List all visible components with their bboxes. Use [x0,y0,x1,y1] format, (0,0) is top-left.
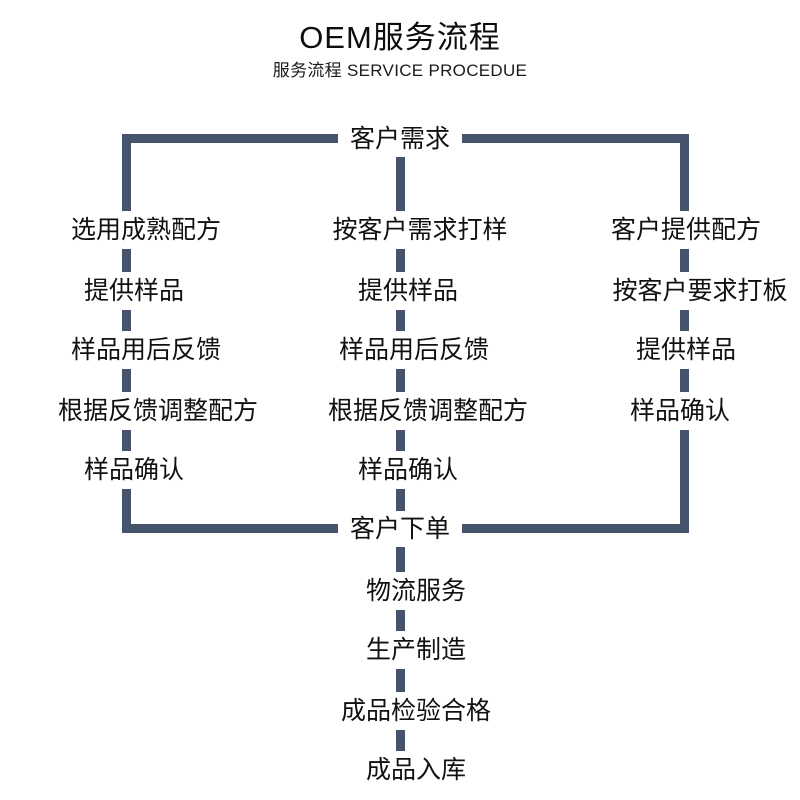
node-join-customer-order: 客户下单 [337,511,463,547]
node-left-step-5: 样品确认 [74,451,194,489]
node-left-step-4: 根据反馈调整配方 [48,392,268,430]
node-tail-step-3: 成品检验合格 [331,692,501,730]
node-right-step-2: 按客户要求打板 [603,272,797,310]
node-middle-step-5: 样品确认 [348,451,468,489]
node-left-step-3: 样品用后反馈 [61,331,231,369]
page-subtitle: 服务流程 SERVICE PROCEDUE [272,61,528,80]
node-start-customer-demand: 客户需求 [337,121,463,157]
page-title: OEM服务流程 [299,20,501,55]
node-tail-step-2: 生产制造 [356,631,476,669]
chart-header: OEM服务流程 服务流程 SERVICE PROCEDUE [0,18,800,84]
node-right-step-3: 提供样品 [626,331,746,369]
node-middle-step-4: 根据反馈调整配方 [318,392,538,430]
node-tail-step-1: 物流服务 [356,572,476,610]
node-right-step-1: 客户提供配方 [601,211,771,249]
node-tail-step-4: 成品入库 [356,751,476,789]
node-middle-step-2: 提供样品 [348,272,468,310]
node-left-step-2: 提供样品 [74,272,194,310]
node-right-step-4: 样品确认 [620,392,740,430]
node-middle-step-3: 样品用后反馈 [329,331,499,369]
node-middle-step-1: 按客户需求打样 [323,211,517,249]
node-left-step-1: 选用成熟配方 [61,211,231,249]
